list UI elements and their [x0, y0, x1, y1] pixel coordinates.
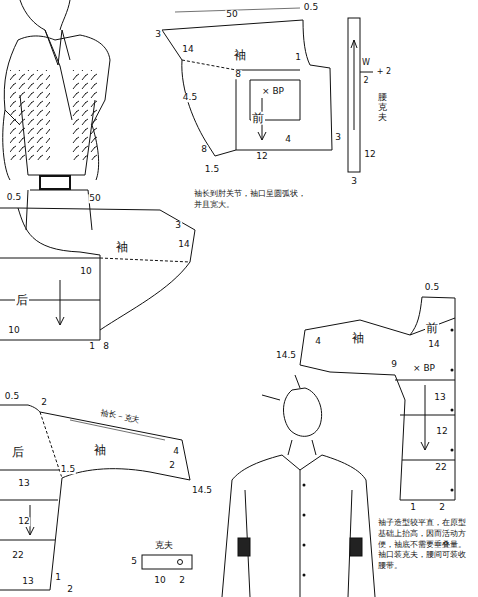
woman-figure — [3, 0, 110, 230]
front-pattern-2 — [300, 297, 455, 500]
dimension-label: 2 — [168, 461, 176, 470]
dimension-label: 10 — [7, 326, 20, 335]
dimension-label: 0.5 — [303, 3, 319, 12]
dimension-label: 4.5 — [182, 93, 198, 102]
dimension-label: 1 — [294, 53, 302, 62]
dimension-label: 14.5 — [275, 351, 297, 360]
dimension-label: × BP — [412, 364, 436, 373]
dimension-label: 袖 — [233, 49, 247, 62]
dimension-label: 10 — [79, 267, 92, 276]
dimension-label: 13 — [21, 577, 34, 586]
dimension-label: 4 — [284, 135, 292, 144]
dimension-label: 12 — [255, 152, 268, 161]
dimension-label: 8 — [102, 342, 110, 351]
dimension-label: 腰克夫 — [377, 93, 388, 123]
dimension-label: 2 — [66, 585, 74, 594]
dimension-label: 1.5 — [204, 165, 220, 174]
dimension-label: 14 — [181, 45, 194, 54]
dimension-label: 22 — [11, 551, 24, 560]
dimension-label: 2 — [178, 576, 186, 585]
dimension-label: 0.5 — [4, 392, 20, 401]
jacket-figure — [222, 375, 375, 597]
dimension-label: 5 — [130, 557, 138, 566]
dimension-label: 0.5 — [6, 193, 22, 202]
dimension-label: W — [361, 59, 371, 67]
dimension-label: 1 — [409, 503, 417, 512]
back-pattern-1 — [0, 208, 195, 340]
dimension-label: 3 — [334, 133, 342, 142]
dimension-label: 50 — [225, 10, 238, 19]
dimension-label: 前 — [251, 112, 265, 125]
dimension-label: 13 — [433, 393, 446, 402]
dimension-label: 1 — [54, 573, 62, 582]
dimension-label: 13 — [17, 479, 30, 488]
dimension-label: 8 — [200, 145, 208, 154]
dimension-label: 14 — [427, 340, 440, 349]
dimension-label: 后 — [11, 446, 25, 459]
dimension-label: 袖 — [351, 332, 365, 345]
dimension-label: 3 — [350, 177, 358, 186]
dimension-label: 14.5 — [191, 486, 213, 495]
dimension-label: + 2 — [376, 68, 392, 76]
dimension-label: 袖 — [93, 444, 107, 457]
waist-band — [348, 18, 373, 172]
dimension-label: 0.5 — [424, 283, 440, 292]
dimension-label: 8 — [234, 70, 242, 79]
dimension-label: 2 — [438, 503, 446, 512]
dimension-label: 3 — [154, 30, 162, 39]
dimension-label: 4 — [314, 337, 322, 346]
dimension-label: 12 — [17, 517, 30, 526]
dimension-label: 前 — [425, 322, 439, 335]
dimension-label: 袖长－克夫 — [99, 409, 142, 426]
dimension-label: 12 — [435, 427, 448, 436]
note-text: 袖长到肘关节，袖口呈圆弧状，并且宽大。 — [193, 189, 307, 211]
dimension-label: 后 — [15, 294, 29, 307]
dimension-label: 2 — [40, 398, 48, 407]
back-pattern-2 — [0, 405, 192, 590]
dimension-label: 克夫 — [154, 541, 174, 550]
dimension-label: 4 — [172, 447, 180, 456]
dimension-label: 1 — [88, 342, 96, 351]
dimension-label: 12 — [363, 150, 376, 159]
dimension-label: 1.5 — [60, 465, 76, 474]
dimension-label: 3 — [174, 221, 182, 230]
dimension-label: 50 — [88, 194, 101, 203]
dimension-label: 2 — [362, 77, 369, 85]
dimension-label: 9 — [390, 360, 398, 369]
front-pattern-1 — [162, 8, 332, 156]
dimension-label: 10 — [153, 576, 166, 585]
dimension-label: 22 — [434, 463, 447, 472]
note-text: 袖子造型较平直，在原型基础上抬高，因而活动方便，袖底不需要垂叠量。袖口装克夫，腰… — [377, 518, 471, 572]
dimension-label: 袖 — [115, 241, 129, 254]
dimension-label: 14 — [177, 240, 190, 249]
dimension-label: × BP — [261, 87, 285, 96]
